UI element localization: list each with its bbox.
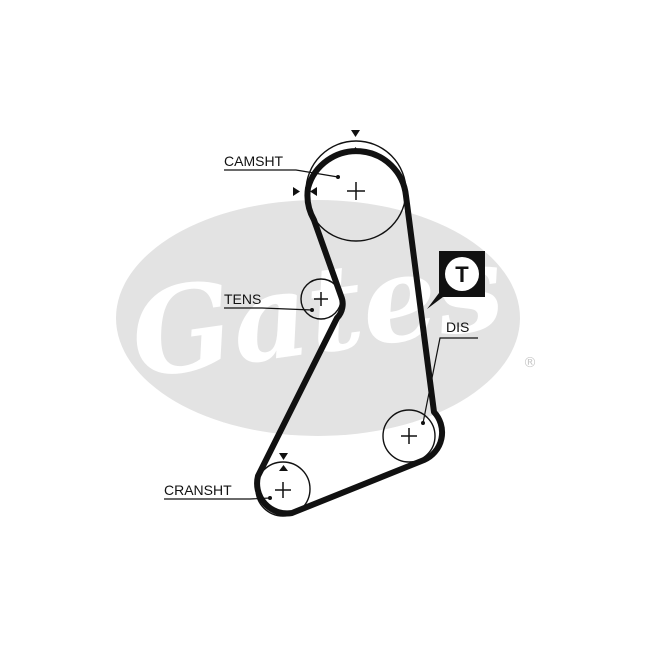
crankshaft-leader	[164, 497, 271, 500]
tensioner-badge: T	[427, 251, 485, 309]
timing-marks	[279, 130, 360, 471]
crankshaft-label: CRANSHT	[164, 482, 232, 498]
distributor-label: DIS	[446, 319, 469, 335]
crank-top-marker-icon	[279, 453, 288, 460]
plus-icon	[314, 292, 328, 306]
leader-lines	[164, 169, 478, 500]
watermark-ellipse	[116, 200, 520, 436]
badge-circle	[445, 257, 479, 291]
tensioner-leader	[224, 307, 313, 311]
leader-dots	[268, 175, 425, 500]
gates-watermark: Gates ®	[116, 200, 537, 436]
distributor-pulley	[382, 409, 436, 463]
crank-top-marker-icon	[279, 465, 288, 471]
plus-icon	[275, 482, 291, 498]
timing-belt	[254, 148, 446, 517]
badge-letter: T	[455, 262, 469, 287]
cam-side-marker-icon	[293, 187, 300, 196]
cam-side-marker-icon	[310, 187, 317, 196]
cam-top-marker-icon	[351, 147, 360, 153]
tensioner-label: TENS	[224, 291, 261, 307]
distributor-leader	[422, 337, 478, 424]
camshaft-label: CAMSHT	[224, 153, 284, 169]
cam-top-marker-icon	[351, 130, 360, 137]
camshaft-leader	[224, 169, 339, 178]
plus-icon	[401, 428, 417, 444]
pulley-centers	[275, 182, 417, 498]
watermark-registered-mark: ®	[523, 355, 537, 371]
plus-icon	[347, 182, 365, 200]
